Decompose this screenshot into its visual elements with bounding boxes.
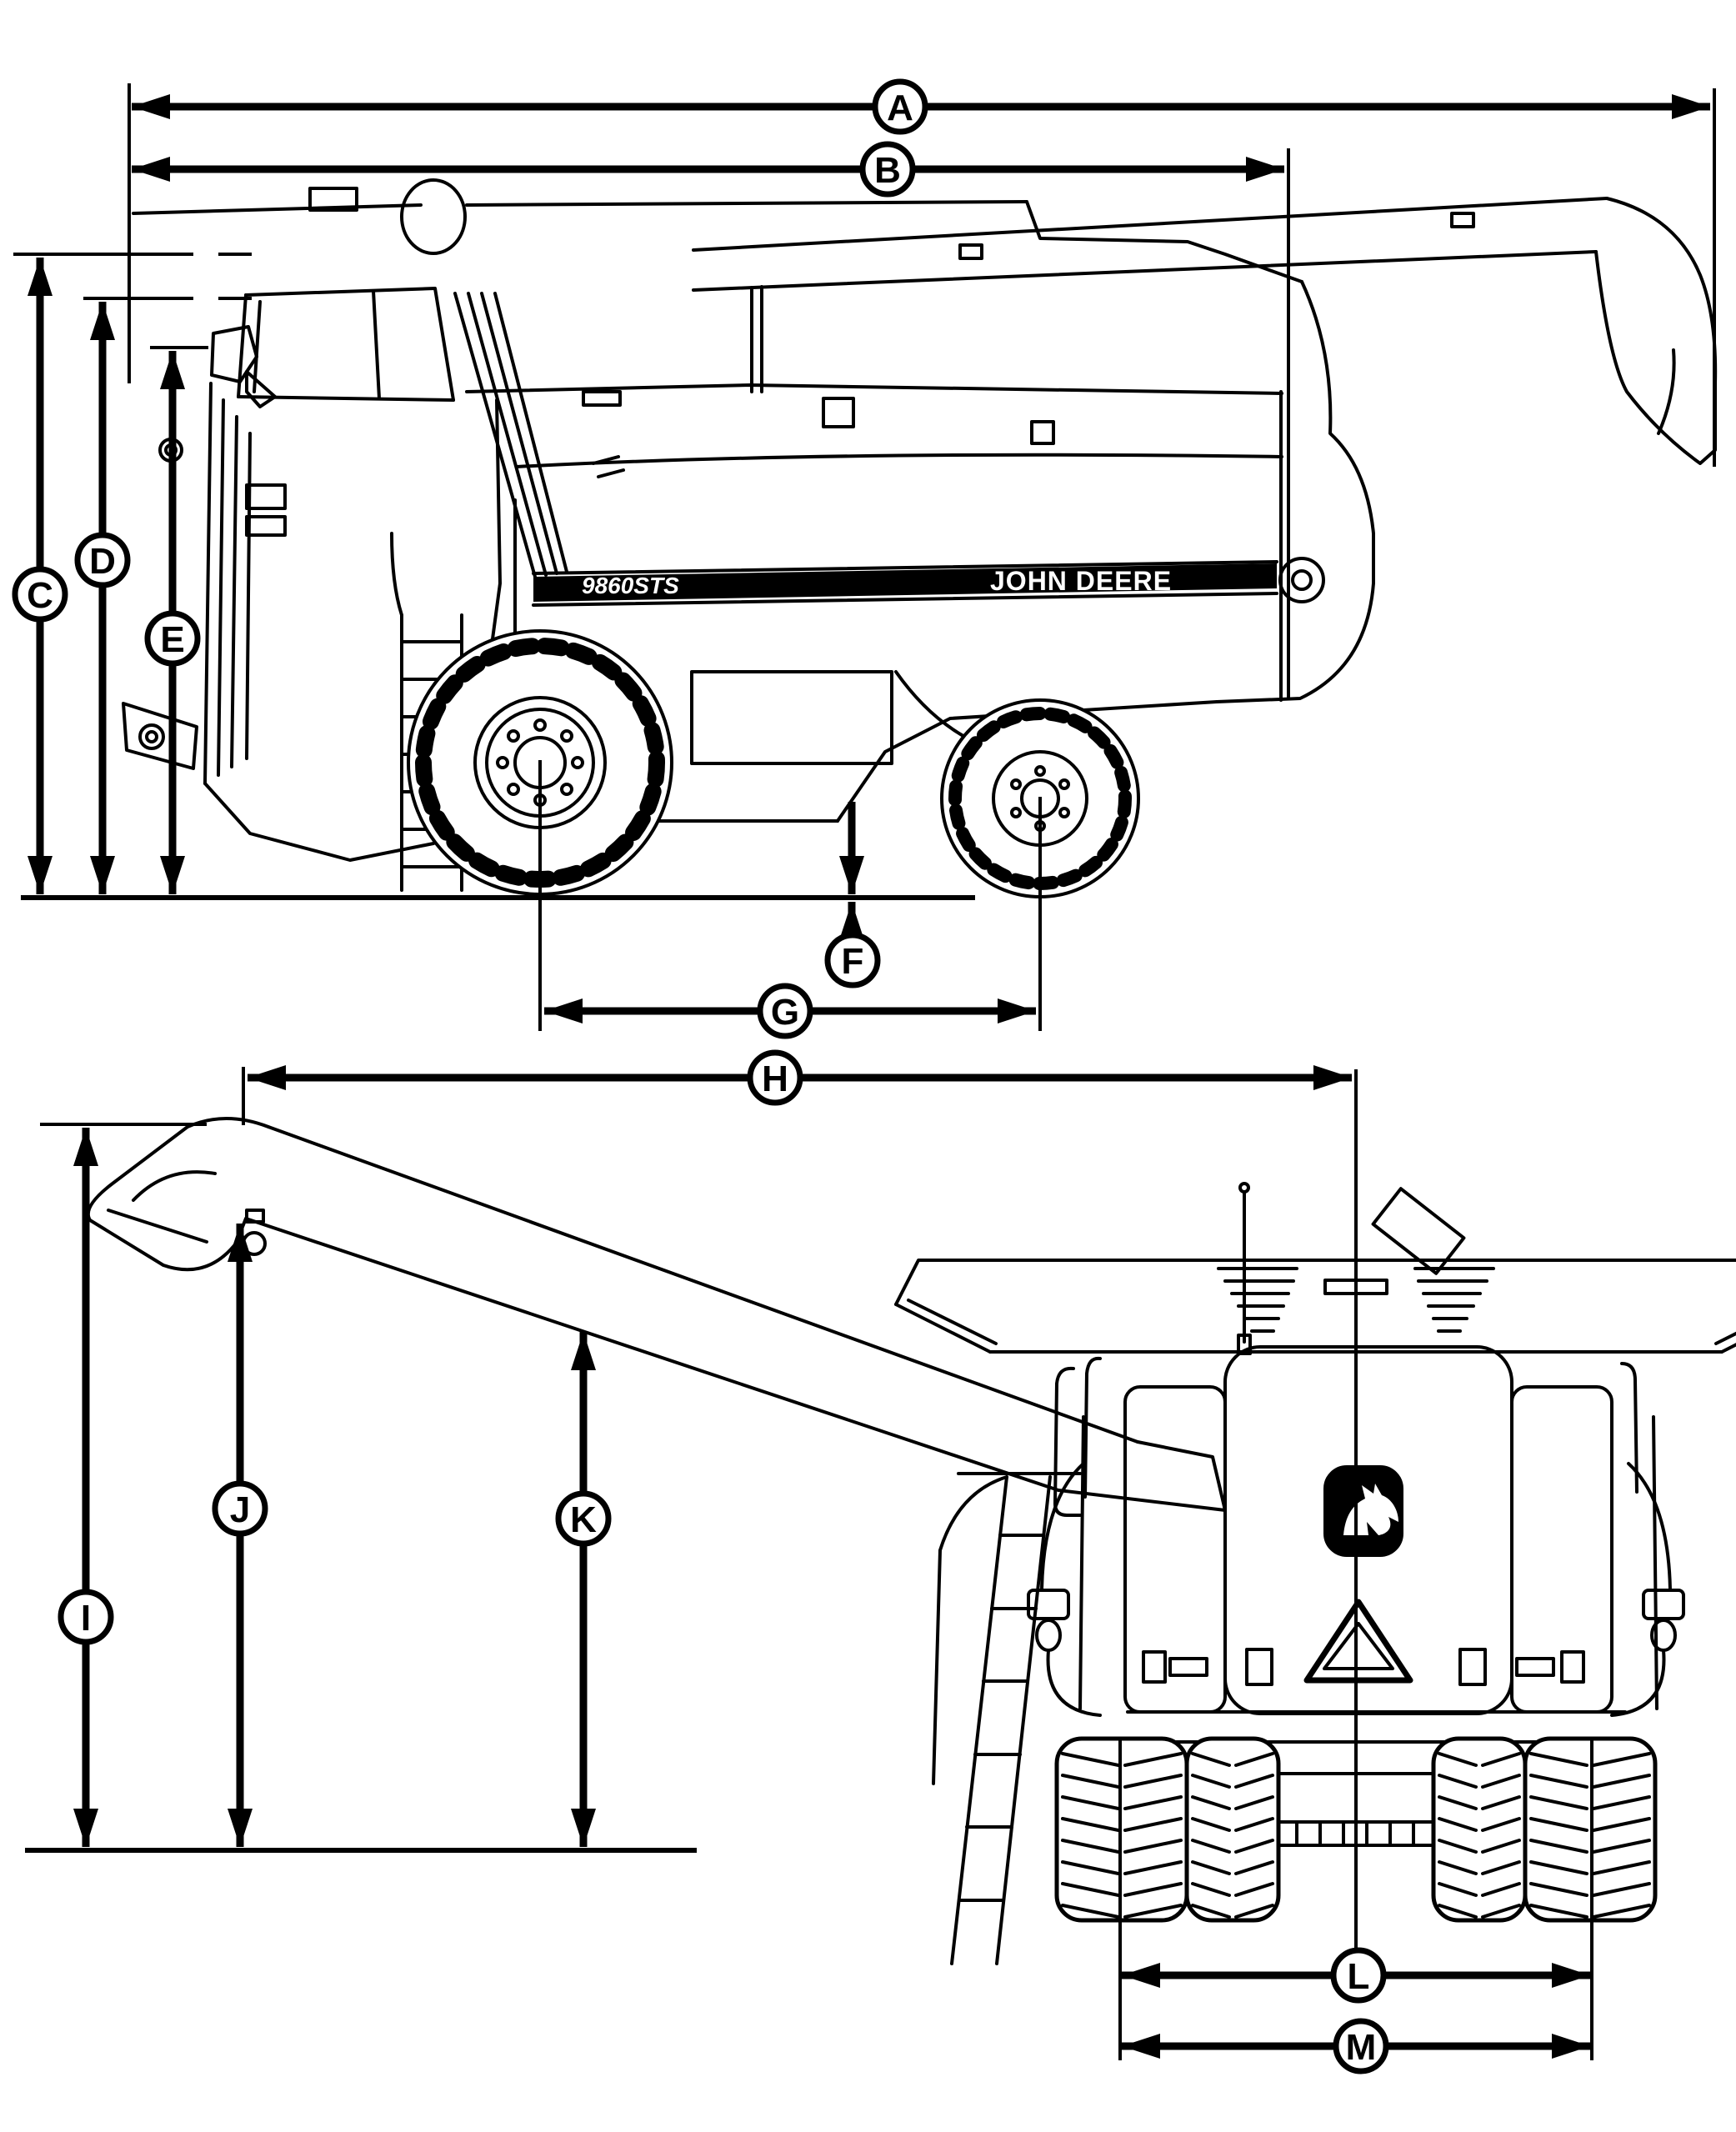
dim-balloon-D — [74, 532, 131, 588]
slow-vehicle-triangle-icon — [1303, 1599, 1413, 1684]
dim-balloon-G — [757, 983, 813, 1039]
dimension-J: J — [212, 1224, 268, 1847]
side-view-drawing: 9860STS JOHN DEERE — [122, 178, 1718, 898]
dim-letter-H: H — [762, 1058, 788, 1099]
rear-view-drawing — [86, 1117, 1736, 1965]
dimension-H: H — [248, 1049, 1352, 1106]
dim-balloon-B — [859, 141, 916, 198]
dim-letter-E: E — [160, 619, 184, 660]
dim-balloon-H — [747, 1049, 803, 1106]
brand-label: JOHN DEERE — [990, 566, 1172, 596]
dim-letter-M: M — [1346, 2027, 1377, 2068]
side-stripe — [533, 563, 1277, 602]
dimension-L: L — [1122, 1947, 1590, 2004]
dimension-M: M — [1122, 2018, 1590, 2074]
dimension-B: B — [132, 141, 1284, 198]
dim-balloon-J — [212, 1480, 268, 1537]
dim-letter-F: F — [842, 941, 864, 982]
extended-unloading-auger — [86, 1117, 1227, 1512]
dim-balloon-L — [1330, 1947, 1387, 2004]
dim-balloon-A — [872, 78, 928, 135]
dimension-D: D — [74, 302, 131, 894]
dim-balloon-M — [1333, 2018, 1389, 2074]
dim-letter-A: A — [887, 88, 913, 128]
dimension-K: K — [555, 1332, 612, 1847]
dim-balloon-C — [12, 566, 68, 623]
dim-letter-C: C — [27, 575, 53, 616]
dimension-I: I — [58, 1128, 114, 1847]
stowed-unloading-auger — [692, 197, 1718, 465]
tank-spout-cover — [1371, 1187, 1466, 1275]
dimension-F: F — [824, 802, 881, 988]
ground-lines — [21, 895, 975, 1853]
dimension-annotations: AB CD E F GH I J K LM — [12, 78, 1710, 2074]
dimension-C: C — [12, 258, 68, 894]
dim-balloon-F — [824, 932, 881, 988]
cab — [237, 287, 455, 402]
dimension-E: E — [144, 351, 201, 894]
right-mirror-light — [1610, 1462, 1685, 1717]
dimension-A: A — [132, 78, 1710, 135]
dim-letter-K: K — [570, 1499, 597, 1540]
dim-balloon-E — [144, 610, 201, 667]
dim-balloon-I — [58, 1589, 114, 1645]
dim-letter-G: G — [771, 992, 799, 1033]
dimension-G: G — [544, 983, 1036, 1039]
dim-letter-D: D — [89, 541, 116, 582]
dim-letter-J: J — [230, 1489, 250, 1530]
exhaust-stack — [400, 178, 467, 255]
dim-letter-B: B — [874, 150, 901, 191]
dim-letter-L: L — [1348, 1956, 1370, 1997]
dim-letter-I: I — [81, 1598, 91, 1639]
john-deere-logo-icon — [1323, 1465, 1403, 1557]
rear-ladder — [932, 1472, 1082, 1965]
model-label: 9860STS — [582, 573, 679, 598]
dim-balloon-K — [555, 1490, 612, 1547]
